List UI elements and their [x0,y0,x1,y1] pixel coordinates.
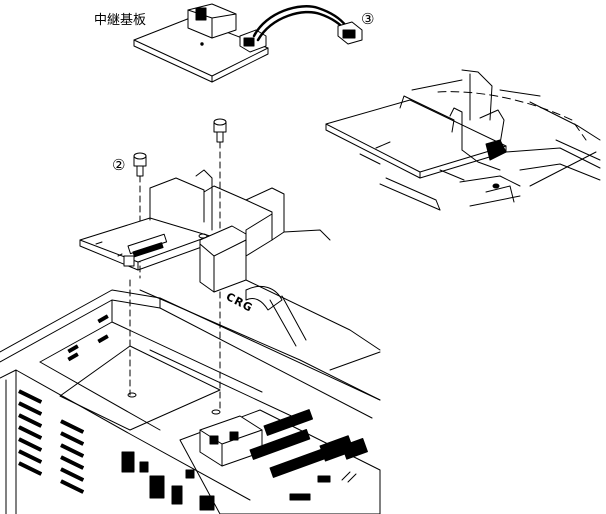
bracket [79,169,285,293]
chassis [0,229,381,514]
control-pcb [121,409,381,514]
step-2-marker: ② [112,156,126,174]
harness-cable [252,5,363,45]
detail-view [325,69,601,211]
relay-board [133,3,269,83]
step-3-marker: ③ [361,10,375,28]
relay-board-label: 中継基板 [94,13,147,28]
